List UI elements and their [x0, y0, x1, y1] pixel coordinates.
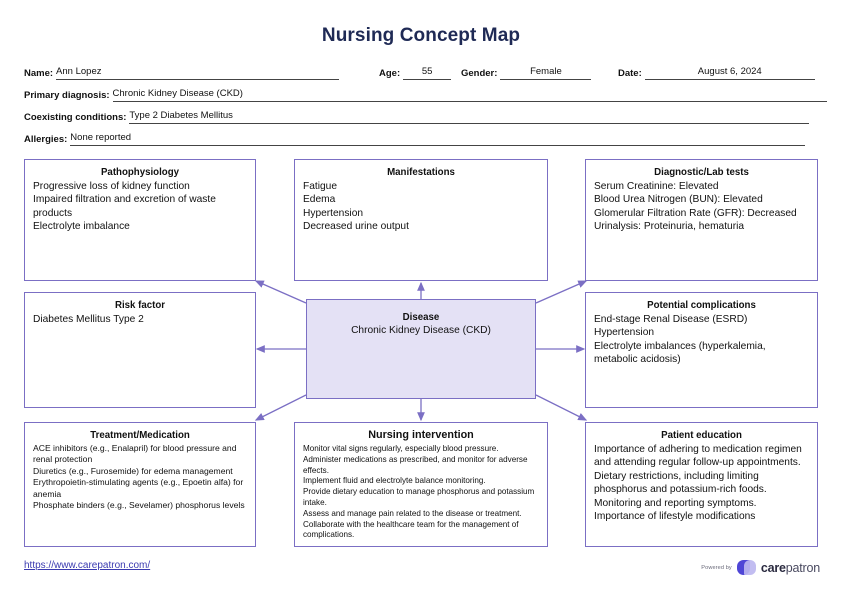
- page-title: Nursing Concept Map: [321, 25, 521, 46]
- node-body: Serum Creatinine: Elevated Blood Urea Ni…: [594, 180, 809, 234]
- node-title: Treatment/Medication: [90, 430, 190, 441]
- list-item: ACE inhibitors (e.g., Enalapril) for blo…: [33, 443, 237, 465]
- node-pathophysiology[interactable]: Pathophysiology Progressive loss of kidn…: [24, 159, 256, 281]
- list-item: Electrolyte imbalance: [33, 221, 130, 233]
- list-item: Assess and manage pain related to the di…: [303, 508, 522, 518]
- name-value: Ann Lopez: [56, 66, 102, 77]
- node-patient-education[interactable]: Patient education Importance of adhering…: [585, 422, 818, 547]
- date-value: August 6, 2024: [697, 66, 762, 77]
- node-body: Fatigue Edema Hypertension Decreased uri…: [303, 180, 539, 234]
- connector-to-pathophysiology: [254, 280, 307, 304]
- age-value: 55: [421, 66, 433, 77]
- node-diagnostic-lab-tests[interactable]: Diagnostic/Lab tests Serum Creatinine: E…: [585, 159, 818, 281]
- node-body: ACE inhibitors (e.g., Enalapril) for blo…: [33, 443, 247, 511]
- list-item: Collaborate with the healthcare team for…: [303, 519, 519, 540]
- carepatron-logo-icon: [736, 560, 756, 575]
- node-treatment-medication[interactable]: Treatment/Medication ACE inhibitors (e.g…: [24, 422, 256, 547]
- connector-to-diagnostic: [535, 280, 588, 304]
- allergies-field[interactable]: Allergies: None reported: [24, 129, 806, 146]
- coexisting-conditions-value: Type 2 Diabetes Mellitus: [129, 110, 233, 121]
- node-risk-factor[interactable]: Risk factor Diabetes Mellitus Type 2: [24, 292, 256, 408]
- list-item: Blood Urea Nitrogen (BUN): Elevated: [594, 194, 763, 206]
- form-row-1: Name: Ann Lopez Age: 55 Gender: Female D…: [24, 58, 818, 80]
- powered-by-label: Powered by: [701, 564, 732, 571]
- list-item: Importance of adhering to medication reg…: [594, 444, 802, 469]
- list-item: Importance of lifestyle modifications: [594, 511, 756, 523]
- node-manifestations[interactable]: Manifestations Fatigue Edema Hypertensio…: [294, 159, 548, 281]
- node-body: Monitor vital signs regularly, especiall…: [303, 444, 539, 541]
- list-item: Hypertension: [303, 207, 364, 219]
- list-item: Diabetes Mellitus Type 2: [33, 314, 144, 325]
- primary-diagnosis-value: Chronic Kidney Disease (CKD): [112, 88, 243, 99]
- age-field[interactable]: Age: 55: [379, 63, 452, 80]
- age-label: Age:: [379, 68, 401, 79]
- node-title: Potential complications: [647, 300, 756, 311]
- gender-value: Female: [530, 66, 562, 77]
- node-body: Importance of adhering to medication reg…: [594, 443, 809, 523]
- primary-diagnosis-field[interactable]: Primary diagnosis: Chronic Kidney Diseas…: [24, 85, 827, 102]
- name-label: Name:: [24, 68, 54, 79]
- list-item: Hypertension: [594, 327, 655, 339]
- date-field[interactable]: Date: August 6, 2024: [618, 63, 815, 80]
- node-title: Nursing intervention: [368, 429, 474, 441]
- list-item: Glomerular Filtration Rate (GFR): Decrea…: [594, 207, 797, 219]
- list-item: Erythropoietin-stimulating agents (e.g.,…: [33, 477, 244, 499]
- node-title: Disease: [402, 312, 440, 323]
- list-item: Phosphate binders (e.g., Sevelamer) phos…: [33, 500, 245, 511]
- name-field[interactable]: Name: Ann Lopez: [24, 63, 340, 80]
- node-title: Patient education: [661, 430, 742, 441]
- node-title: Manifestations: [387, 167, 455, 178]
- list-item: Diuretics (e.g., Furosemide) for edema m…: [33, 465, 233, 476]
- brand-light: patron: [785, 560, 820, 575]
- list-item: Impaired filtration and excretion of was…: [33, 194, 216, 219]
- allergies-label: Allergies:: [24, 134, 68, 145]
- list-item: Serum Creatinine: Elevated: [594, 181, 719, 192]
- node-subtitle: Chronic Kidney Disease (CKD): [351, 325, 491, 336]
- node-potential-complications[interactable]: Potential complications End-stage Renal …: [585, 292, 818, 408]
- list-item: Dietary restrictions, including limiting…: [594, 470, 767, 496]
- form-row-3: Coexisting conditions: Type 2 Diabetes M…: [24, 102, 818, 124]
- form-row-4: Allergies: None reported: [24, 124, 818, 146]
- node-body: End-stage Renal Disease (ESRD) Hypertens…: [594, 313, 809, 367]
- date-label: Date:: [618, 68, 642, 79]
- coexisting-conditions-label: Coexisting conditions:: [24, 112, 127, 123]
- list-item: Progressive loss of kidney function: [33, 181, 190, 192]
- list-item: Edema: [303, 194, 336, 206]
- brand-bold: care: [760, 560, 786, 575]
- list-item: Urinalysis: Proteinuria, hematuria: [594, 221, 745, 233]
- carepatron-branding: Powered by carepatron: [701, 560, 820, 575]
- connector-to-treatment: [254, 394, 307, 421]
- list-item: Administer medications as prescribed, an…: [303, 454, 528, 475]
- form-row-2: Primary diagnosis: Chronic Kidney Diseas…: [24, 80, 827, 102]
- connector-to-patient-education: [535, 394, 588, 421]
- node-disease-center[interactable]: Disease Chronic Kidney Disease (CKD): [306, 299, 536, 399]
- node-nursing-intervention[interactable]: Nursing intervention Monitor vital signs…: [294, 422, 548, 547]
- list-item: Monitor vital signs regularly, especiall…: [303, 444, 499, 453]
- carepatron-url-link[interactable]: https://www.carepatron.com/: [24, 560, 151, 571]
- list-item: Fatigue: [303, 181, 337, 192]
- list-item: Monitoring and reporting symptoms.: [594, 497, 757, 509]
- list-item: Decreased urine output: [303, 221, 409, 233]
- gender-label: Gender:: [461, 68, 498, 79]
- node-title: Risk factor: [114, 300, 166, 311]
- primary-diagnosis-label: Primary diagnosis:: [24, 90, 110, 101]
- carepatron-wordmark: carepatron: [761, 561, 820, 575]
- allergies-value: None reported: [70, 132, 132, 143]
- list-item: End-stage Renal Disease (ESRD): [594, 314, 748, 325]
- node-body: Progressive loss of kidney function Impa…: [33, 180, 247, 234]
- list-item: Implement fluid and electrolyte balance …: [303, 476, 486, 486]
- gender-field[interactable]: Gender: Female: [461, 63, 592, 80]
- node-title: Diagnostic/Lab tests: [654, 167, 749, 178]
- node-body: Diabetes Mellitus Type 2: [33, 313, 247, 326]
- list-item: Electrolyte imbalances (hyperkalemia, me…: [594, 340, 766, 366]
- list-item: Provide dietary education to manage phos…: [303, 487, 535, 507]
- coexisting-conditions-field[interactable]: Coexisting conditions: Type 2 Diabetes M…: [24, 107, 810, 124]
- node-title: Pathophysiology: [100, 167, 180, 178]
- patient-header-form: Name: Ann Lopez Age: 55 Gender: Female D…: [24, 58, 827, 146]
